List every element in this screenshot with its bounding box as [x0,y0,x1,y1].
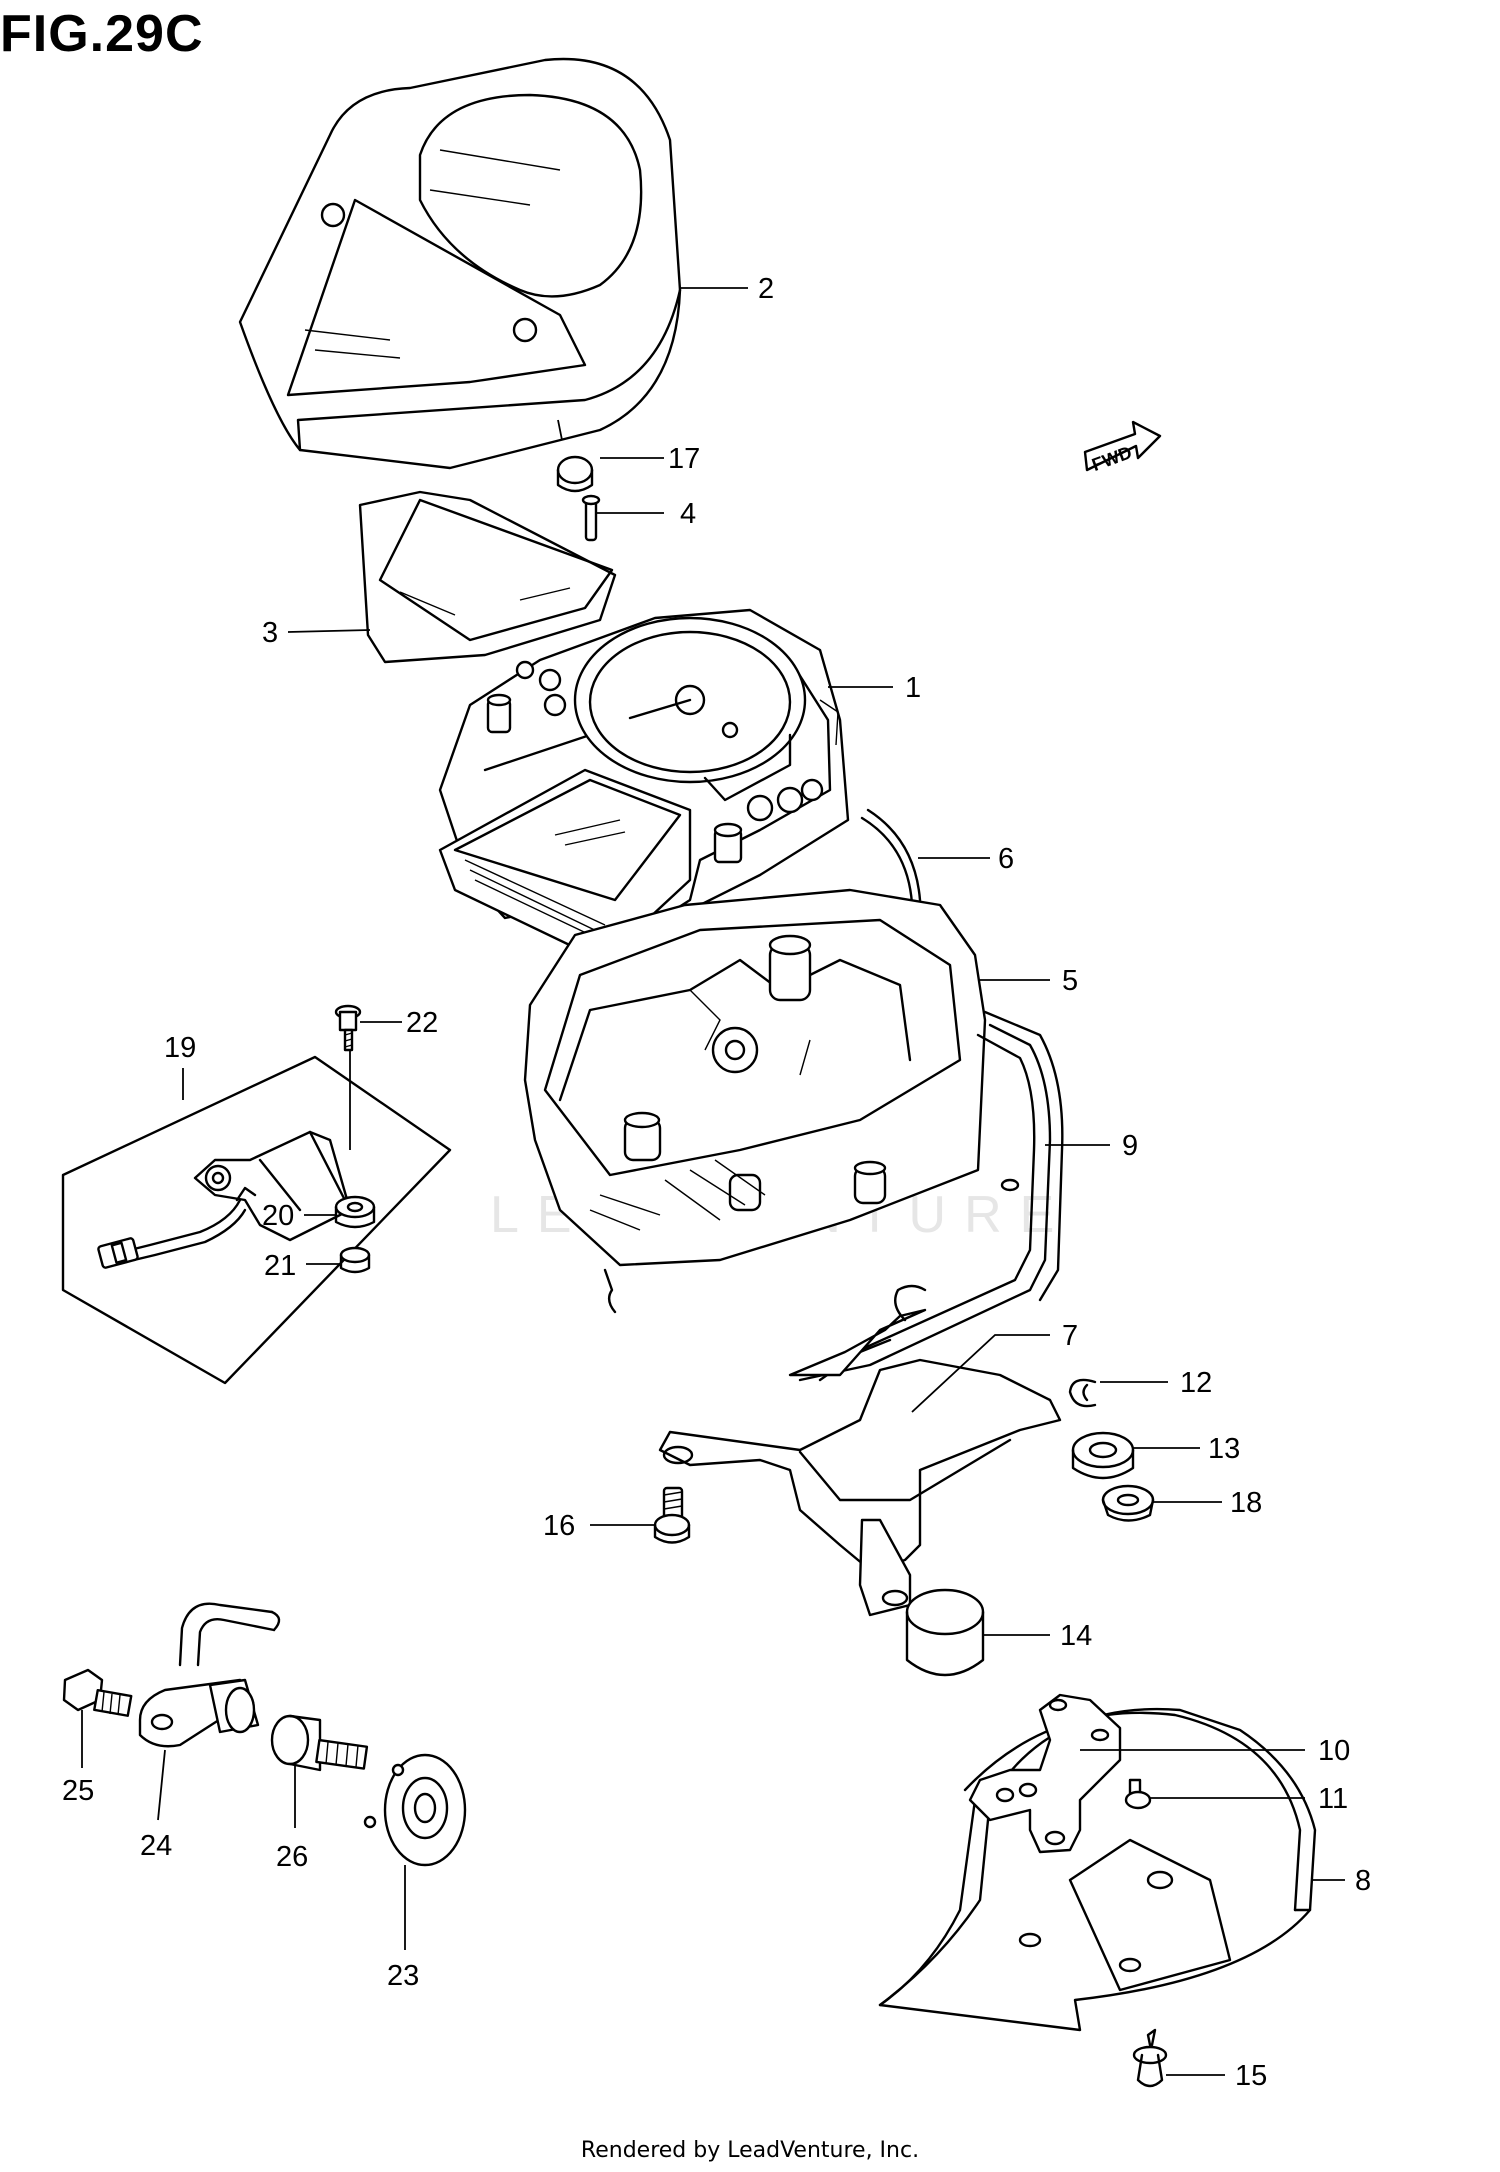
callout-9[interactable]: 9 [1122,1130,1138,1162]
part-5-meter-case[interactable] [523,888,987,1314]
callout-23[interactable]: 23 [387,1960,419,1992]
part-13-grommet[interactable] [1071,1431,1135,1480]
callout-18[interactable]: 18 [1230,1487,1262,1519]
callout-12[interactable]: 12 [1180,1367,1212,1399]
callout-8[interactable]: 8 [1355,1865,1371,1897]
callout-19[interactable]: 19 [164,1032,196,1064]
figure-title: FIG.29C [0,5,204,63]
callout-21[interactable]: 21 [264,1250,296,1282]
part-25-bolt[interactable] [62,1668,133,1717]
part-7-bracket[interactable] [658,1284,1062,1617]
callout-16[interactable]: 16 [543,1510,575,1542]
callout-11[interactable]: 11 [1318,1783,1348,1815]
callout-24[interactable]: 24 [140,1830,172,1862]
callout-17[interactable]: 17 [668,443,700,475]
part-19-sensor-box[interactable] [61,1055,452,1385]
part-26-bolt[interactable] [270,1714,369,1772]
callout-25[interactable]: 25 [62,1775,94,1807]
callout-26[interactable]: 26 [276,1841,308,1873]
part-22-bolt[interactable] [334,1004,362,1150]
callout-15[interactable]: 15 [1235,2060,1267,2092]
callout-10[interactable]: 10 [1318,1735,1350,1767]
callout-13[interactable]: 13 [1208,1433,1240,1465]
part-20-grommet[interactable] [334,1195,376,1229]
leader-lines [81,287,1345,2076]
callout-3[interactable]: 3 [262,617,278,649]
callout-labels: 2 17 4 3 1 6 5 9 7 12 13 18 14 16 22 19 … [62,273,1371,2092]
callout-20[interactable]: 20 [262,1200,294,1232]
callout-2[interactable]: 2 [758,273,774,305]
part-12-clip[interactable] [1068,1378,1097,1408]
part-16-bolt[interactable] [653,1486,691,1544]
part-10-bracket[interactable] [968,1693,1122,1854]
callout-22[interactable]: 22 [406,1007,438,1039]
part-2-meter-cover[interactable] [238,57,682,470]
callout-14[interactable]: 14 [1060,1620,1092,1652]
fwd-arrow: FWD [1083,420,1162,475]
callout-5[interactable]: 5 [1062,965,1078,997]
part-8-lower-cover[interactable] [878,1707,1317,2032]
part-21-collar[interactable] [339,1246,371,1274]
part-15-clip[interactable] [1132,2028,1168,2088]
part-17-grommet[interactable] [556,419,594,493]
part-4-pin[interactable] [581,494,601,542]
callout-6[interactable]: 6 [998,843,1014,875]
callout-1[interactable]: 1 [905,672,921,704]
part-14-cushion[interactable] [905,1588,985,1677]
part-3-lens[interactable] [358,490,617,664]
callout-7[interactable]: 7 [1062,1320,1078,1352]
part-11-screw[interactable] [1124,1778,1152,1810]
part-24-speed-sensor[interactable] [138,1602,281,1748]
part-9-trim-ring[interactable] [798,1010,1064,1382]
part-18-collar[interactable] [1101,1484,1155,1522]
callout-4[interactable]: 4 [680,498,696,530]
part-1-meter-assembly[interactable] [438,608,850,952]
footer-credit: Rendered by LeadVenture, Inc. [580,2138,920,2163]
part-23-plate[interactable] [363,1753,467,1867]
